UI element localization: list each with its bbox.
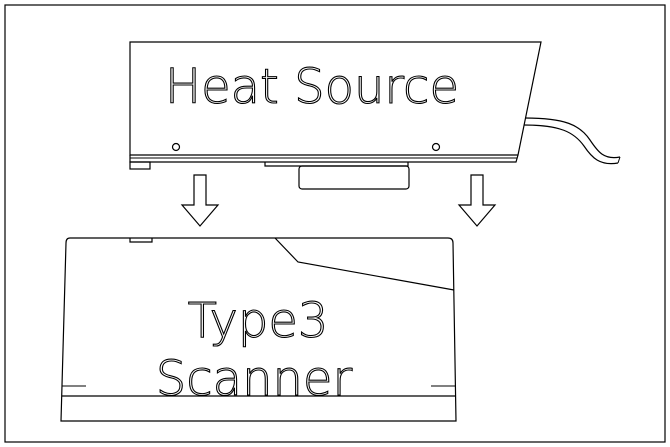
scanner-label-line2: Scanner bbox=[156, 351, 353, 407]
heat-source-lower-block bbox=[298, 165, 410, 190]
heat-source-foot bbox=[129, 161, 151, 170]
outer-frame bbox=[4, 4, 666, 443]
screw-left bbox=[171, 142, 181, 152]
arrow-right bbox=[457, 174, 497, 227]
scanner-label-line1: Type3 bbox=[188, 293, 329, 349]
screw-right bbox=[431, 142, 441, 152]
scanner-tab bbox=[129, 238, 153, 243]
scanner-body bbox=[60, 237, 457, 422]
arrow-left bbox=[180, 174, 220, 227]
scanner-lid-line bbox=[274, 237, 455, 291]
heat-source-label: Heat Source bbox=[165, 59, 459, 115]
scanner-unit: Type3 Scanner bbox=[60, 237, 457, 422]
heat-source-unit: Heat Source bbox=[129, 41, 621, 190]
power-cable bbox=[524, 117, 621, 159]
